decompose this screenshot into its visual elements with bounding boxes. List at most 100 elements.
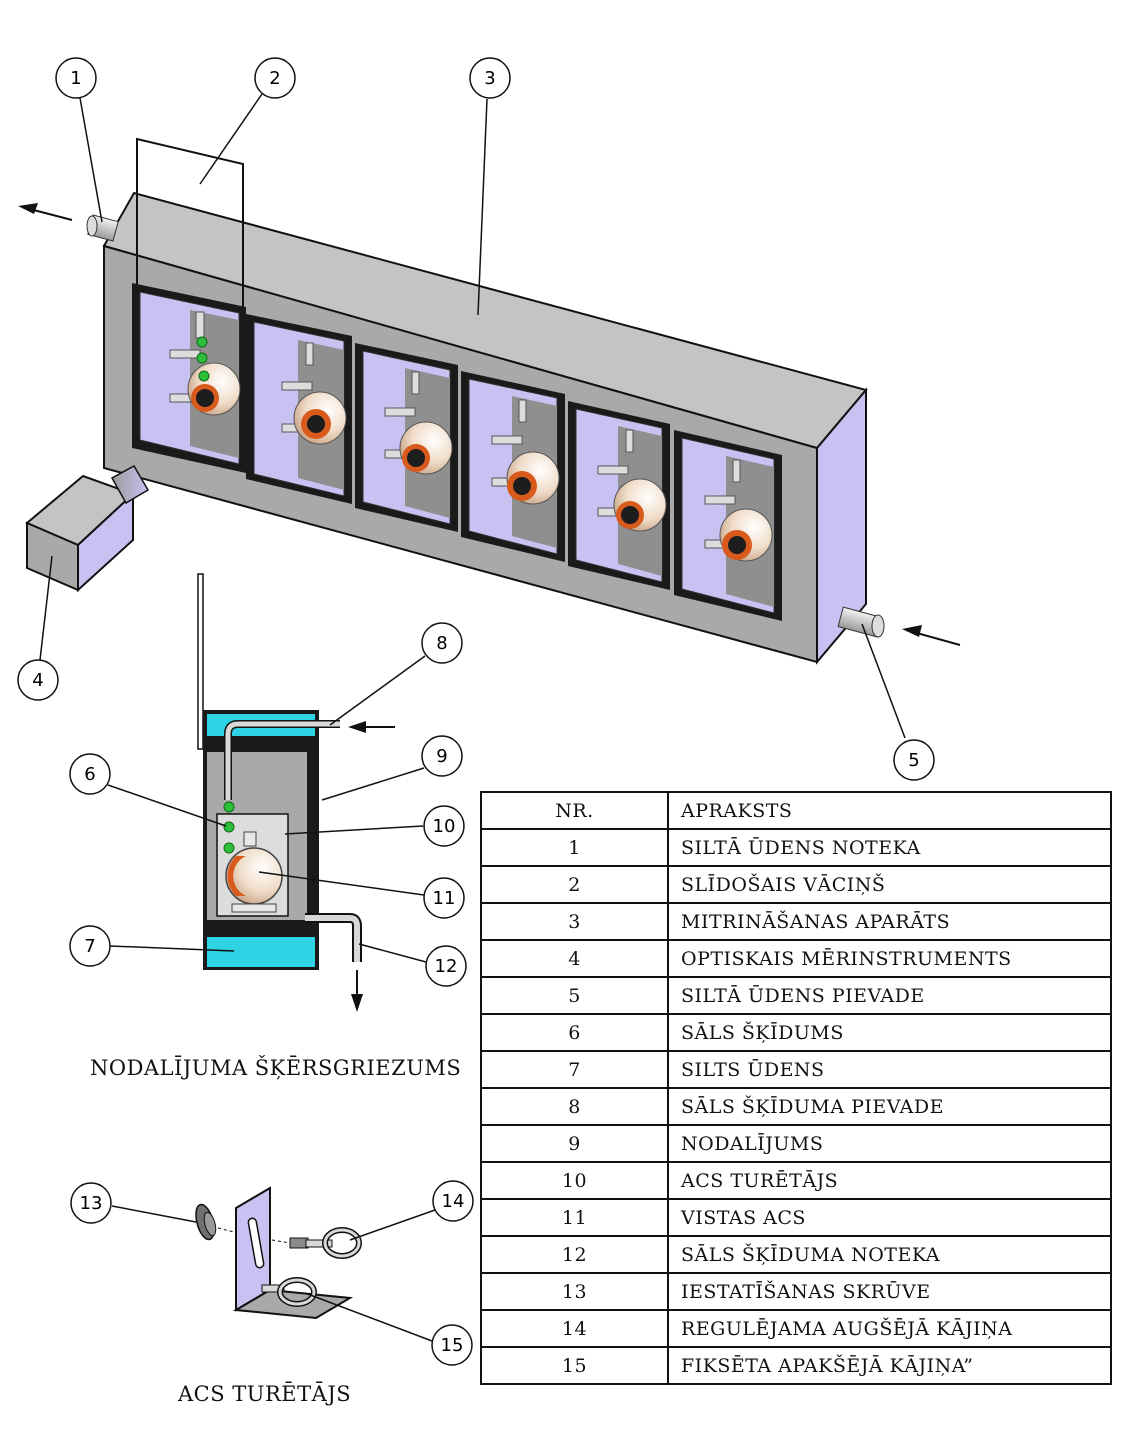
svg-text:10: 10: [433, 816, 456, 837]
warm-water-outlet: [86, 214, 119, 242]
svg-text:6: 6: [84, 764, 95, 785]
legend-nr: 15: [480, 1346, 669, 1385]
callout-bubble: 14: [432, 1180, 474, 1222]
callout-bubble: 1: [55, 57, 97, 99]
legend-desc: VISTAS ACS: [667, 1198, 1112, 1237]
legend-header-row: NR. APRAKSTS: [480, 791, 1112, 830]
legend-nr: 13: [480, 1272, 669, 1311]
chicken-eye: [704, 459, 773, 562]
eye-holder-caption: ACS TURĒTĀJS: [178, 1382, 352, 1406]
legend-nr: 3: [480, 902, 669, 941]
sliding-lid: [136, 137, 244, 330]
section-view-caption: NODALĪJUMA ŠĶĒRSGRIEZUMS: [90, 1056, 462, 1080]
legend-nr: 5: [480, 976, 669, 1015]
svg-text:8: 8: [436, 633, 447, 654]
svg-text:11: 11: [433, 888, 456, 909]
svg-text:1: 1: [70, 68, 81, 89]
chicken-eye: [491, 399, 560, 505]
legend-nr: 10: [480, 1161, 669, 1200]
legend-desc: MITRINĀŠANAS APARĀTS: [667, 902, 1112, 941]
callout-bubble: 3: [469, 57, 511, 99]
legend-desc: SĀLS ŠĶĪDUMA NOTEKA: [667, 1235, 1112, 1274]
svg-text:13: 13: [80, 1193, 103, 1214]
legend-nr: 4: [480, 939, 669, 978]
legend-nr: 6: [480, 1013, 669, 1052]
svg-text:5: 5: [908, 750, 919, 771]
chicken-eye: [281, 342, 347, 445]
callout-bubble: 13: [70, 1182, 112, 1224]
box-end-face: [816, 387, 867, 665]
legend-nr: 14: [480, 1309, 669, 1348]
legend-desc: OPTISKAIS MĒRINSTRUMENTS: [667, 939, 1112, 978]
svg-text:14: 14: [442, 1191, 465, 1212]
optical-instrument: [25, 464, 150, 593]
callout-bubble: 10: [423, 805, 465, 847]
legend-nr: 2: [480, 865, 669, 904]
callout-bubble: 4: [17, 659, 59, 701]
svg-text:9: 9: [436, 746, 447, 767]
svg-text:15: 15: [441, 1335, 464, 1356]
legend-nr: 7: [480, 1050, 669, 1089]
svg-text:12: 12: [435, 956, 458, 977]
legend-nr: 8: [480, 1087, 669, 1126]
legend-nr: 11: [480, 1198, 669, 1237]
flow-arrow: [348, 721, 395, 733]
legend-desc: ACS TURĒTĀJS: [667, 1161, 1112, 1200]
chicken-eye: [597, 429, 667, 532]
flow-arrow: [351, 970, 363, 1012]
legend-desc: SILTĀ ŪDENS PIEVADE: [667, 976, 1112, 1015]
legend-desc: IESTATĪŠANAS SKRŪVE: [667, 1272, 1112, 1311]
callout-bubble: 9: [421, 735, 463, 777]
callout-bubble: 2: [254, 57, 296, 99]
eye-holder-assembly: [195, 1186, 362, 1320]
callout-bubble: 11: [423, 877, 465, 919]
svg-text:3: 3: [484, 68, 495, 89]
legend-desc: SILTS ŪDENS: [667, 1050, 1112, 1089]
callout-bubble: 8: [421, 622, 463, 664]
callout-bubble: 12: [425, 945, 467, 987]
legend-desc: SLĪDOŠAIS VĀCIŅŠ: [667, 865, 1112, 904]
callout-bubble: 6: [69, 753, 111, 795]
svg-text:4: 4: [32, 670, 43, 691]
legend-desc: FIKSĒTA APAKŠĒJĀ KĀJIŅA”: [667, 1346, 1112, 1385]
legend-desc: SĀLS ŠĶĪDUMS: [667, 1013, 1112, 1052]
legend-desc: NODALĪJUMS: [667, 1124, 1112, 1163]
legend-desc: SILTĀ ŪDENS NOTEKA: [667, 828, 1112, 867]
callout-bubble: 5: [893, 739, 935, 781]
callout-bubble: 15: [431, 1324, 473, 1366]
chicken-eye: [384, 371, 453, 475]
callout-leaders: [39, 93, 906, 1342]
svg-text:2: 2: [269, 68, 280, 89]
warm-water-inlet: [837, 606, 885, 638]
compartment-section-view: [197, 573, 362, 970]
legend-nr: 1: [480, 828, 669, 867]
legend-header-nr: NR.: [480, 791, 669, 830]
legend-header-desc: APRAKSTS: [667, 791, 1112, 830]
legend-desc: SĀLS ŠĶĪDUMA PIEVADE: [667, 1087, 1112, 1126]
flow-arrow: [18, 203, 73, 221]
callout-bubble: 7: [69, 925, 111, 967]
svg-text:7: 7: [84, 936, 95, 957]
legend-desc: REGULĒJAMA AUGŠĒJĀ KĀJIŅA: [667, 1309, 1112, 1348]
flow-arrow: [902, 625, 961, 646]
legend-nr: 9: [480, 1124, 669, 1163]
legend-nr: 12: [480, 1235, 669, 1274]
chicken-eye: [169, 311, 241, 416]
